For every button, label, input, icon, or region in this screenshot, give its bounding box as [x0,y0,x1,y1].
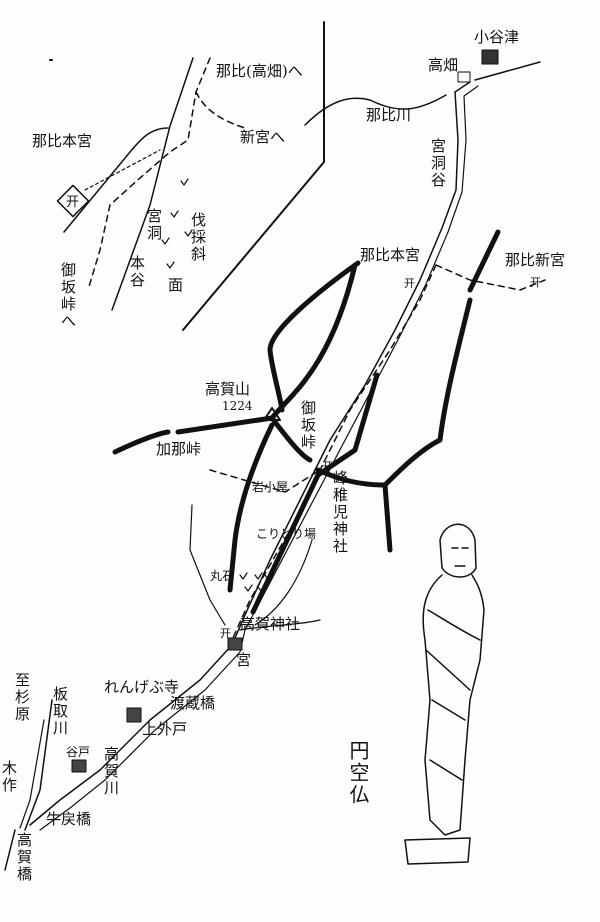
label-to-nabi-takahata: 那比(高畑)へ [216,62,303,80]
label-miya: 宮 [236,651,252,669]
label-kamitodo: 上外戸 [142,720,188,738]
label-itadori-river: 板取川 [51,686,69,737]
label-takahata: 高畑 [428,56,459,74]
inset-river [111,57,194,311]
inset-trail-shingu [195,91,246,129]
label-logged-slope: 伐採斜 [189,212,207,263]
label-koritoriba: こりとり場 [256,527,317,541]
label-to-misaka-pass: 御坂峠へ [59,262,77,330]
takahata-village-icon [457,71,471,83]
mt-koga-peak-icon [263,407,281,421]
label-watarikura-bridge: 渡蔵橋 [170,694,216,712]
nabi-river [304,94,447,126]
label-logged-slope-end: 面 [168,276,184,294]
label-nabi-hongu: 那比本宮 [360,246,421,264]
label-miyabora-valley: 宮洞谷 [429,138,447,189]
label-iwagoya: 岩小屋 [252,480,289,494]
label-to-shingu: 新宮へ [240,128,286,146]
koritoriba-marks-icon [239,572,273,592]
trails [209,264,546,641]
inset-trail [87,57,211,291]
label-mine-chigo-shrine: 峰稚児神社 [331,470,349,555]
shrine-symbols: 开 [404,277,415,290]
itadori-river [24,699,53,831]
label-nabi-shingu: 那比新宮 [505,251,566,269]
label-to-sugihara: 至杉原 [13,672,31,723]
inset-shrine-icon [56,184,90,218]
label-ushimodoshi-bridge: 牛戻橋 [46,810,92,828]
label-nabi-river: 那比川 [366,106,412,124]
label-mt-koga-elevation: 1224 [222,399,253,413]
label-miyabora: 宮洞 [145,208,163,242]
svg-text:开: 开 [220,627,231,640]
koga-shrine-village-icon [227,637,243,651]
label-koyatsu: 小谷津 [474,28,520,46]
label-mt-koga: 高賀山 [205,380,251,398]
miyabora-river [29,81,471,826]
label-maruishi: 丸石 [210,569,235,583]
label-kitsukuri: 木作 [0,760,18,794]
yato-village-icon [71,759,87,773]
label-hontani: 本谷 [128,255,146,289]
inset-trail-hongu [84,149,161,191]
label-inset-nabi-hongu: 那比本宮 [32,132,93,150]
label-kana-pass: 加那峠 [156,440,202,458]
inset-border [182,21,325,331]
svg-text:开: 开 [530,276,541,289]
label-koga-shrine: 高賀神社 [240,615,301,633]
label-koga-bridge: 高賀橋 [15,832,33,883]
svg-text:开: 开 [322,460,333,473]
ridges [112,229,501,615]
koga-shrine-stream [239,619,321,631]
label-rengebu-temple: れんげぶ寺 [104,678,180,696]
label-misaka-pass: 御坂峠 [299,400,317,451]
side-stream [189,504,226,626]
svg-text:开: 开 [66,195,79,210]
koyatsu-road [474,61,541,81]
rengebu-temple-icon [126,707,142,723]
inset-logged-marks-icon [161,178,193,269]
label-enku-buddha: 円空仏 [346,740,370,806]
label-koga-river: 高賀川 [102,746,120,797]
koyatsu-village-icon [481,49,499,65]
enku-buddha-statue-icon [404,523,485,865]
itadori-left [4,829,16,871]
inset-stream [63,127,169,233]
label-yato: 谷戸 [66,745,91,759]
